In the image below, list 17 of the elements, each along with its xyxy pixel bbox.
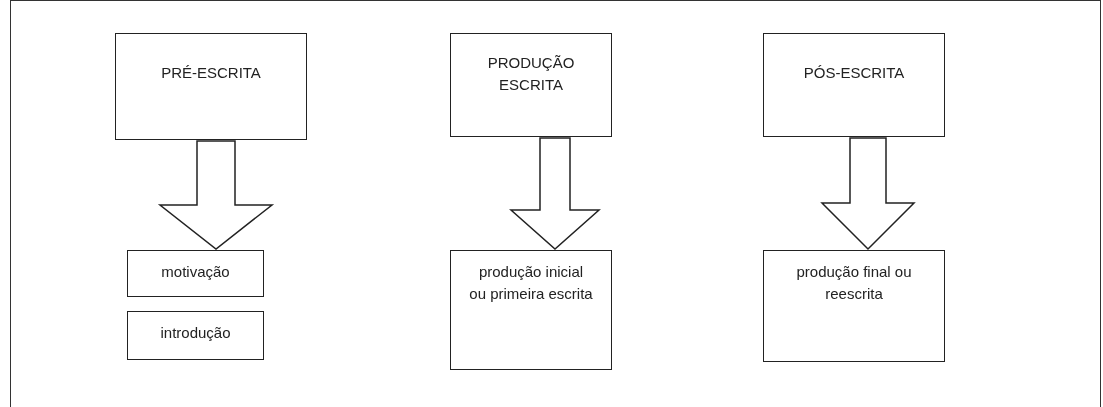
box-label: produção final ou reescrita — [795, 262, 913, 304]
step-box — [127, 250, 264, 297]
box-label: PRODUÇÃO ESCRITA — [486, 53, 576, 95]
box-label: produção inicial ou primeira escrita — [469, 262, 593, 304]
box-label: PÓS-ESCRITA — [803, 63, 905, 83]
box-label: PRÉ-ESCRITA — [161, 63, 261, 83]
step-box — [450, 250, 612, 370]
stage-box — [450, 33, 612, 137]
stage-box — [763, 33, 945, 137]
stage-box — [115, 33, 307, 140]
block-arrow — [157, 140, 275, 250]
step-box — [763, 250, 945, 362]
block-arrow — [509, 137, 601, 250]
box-label: introdução — [160, 323, 231, 343]
step-box — [127, 311, 264, 360]
block-arrow — [820, 137, 916, 251]
box-label: motivação — [161, 262, 230, 282]
